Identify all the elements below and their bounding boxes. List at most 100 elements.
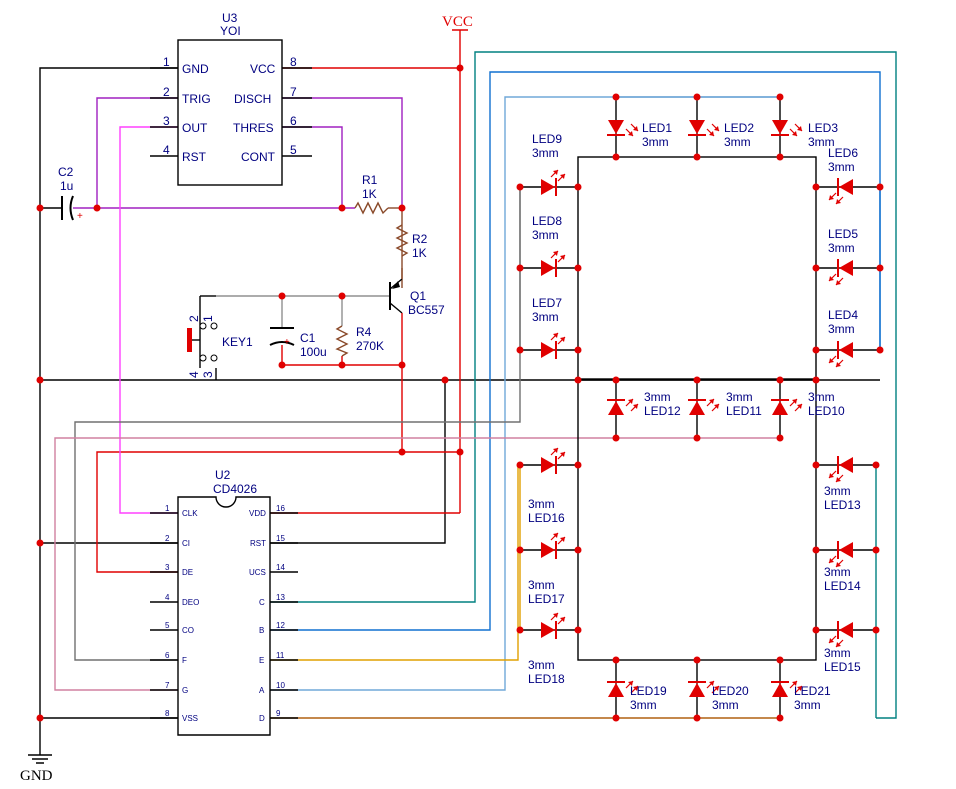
u2-pin13-num: 13 <box>276 593 285 602</box>
led5-size: 3mm <box>828 241 855 255</box>
led10-ref: LED10 <box>808 404 845 418</box>
u2-pin8-name: VSS <box>182 714 198 723</box>
u2-pin11-num: 11 <box>276 651 285 660</box>
r2-value: 1K <box>412 246 427 260</box>
wires <box>39 30 897 755</box>
led9 <box>540 169 566 197</box>
led9-ref: LED9 <box>532 132 562 146</box>
led17 <box>540 532 566 560</box>
led-array: LED1 3mm LED2 3mm LED3 3mm LED6 3mm LED5… <box>528 119 861 712</box>
led6-size: 3mm <box>828 160 855 174</box>
key1-pin3: 3 <box>201 371 215 378</box>
u3-pin6-name: THRES <box>233 121 274 135</box>
svg-text:+: + <box>284 337 290 348</box>
led2-size: 3mm <box>724 135 751 149</box>
u2-value: CD4026 <box>213 482 257 496</box>
wire-seg-c <box>270 51 897 719</box>
u3-pin6-num: 6 <box>290 114 297 128</box>
led18-ref: LED18 <box>528 672 565 686</box>
u3-chip: U3 YOI 1 2 3 4 GND TRIG OUT RST 8 7 6 5 … <box>150 11 312 186</box>
led4-size: 3mm <box>828 322 855 336</box>
led21-size: 3mm <box>794 698 821 712</box>
led20-ref: LED20 <box>712 684 749 698</box>
wire-seg-f <box>74 187 521 661</box>
led11-size: 3mm <box>726 390 753 404</box>
led14 <box>828 540 854 568</box>
gnd-symbol: GND <box>20 754 53 784</box>
u2-pin15-num: 15 <box>276 534 285 543</box>
led6 <box>828 177 854 205</box>
u3-pin3-name: OUT <box>182 121 208 135</box>
wire-led-frame-top <box>577 156 817 380</box>
led18-size: 3mm <box>528 658 555 672</box>
wire-disch <box>282 97 403 208</box>
led1 <box>606 119 639 137</box>
c2-value: 1u <box>60 179 73 193</box>
u2-pin1-num: 1 <box>165 504 170 513</box>
svg-text:+: + <box>77 211 83 222</box>
led12 <box>606 398 639 416</box>
led16 <box>540 447 566 475</box>
wire-seg-b <box>270 71 881 631</box>
u3-pin2-num: 2 <box>163 85 170 99</box>
led1-ref: LED1 <box>642 121 672 135</box>
r1-resistor: R1 1K <box>354 173 389 215</box>
u2-chip: U2 CD4026 1 2 3 4 5 6 7 8 CLK CI DE DEO … <box>150 468 298 736</box>
led5 <box>828 258 854 286</box>
c2-capacitor: + C2 1u <box>58 165 83 222</box>
led8-ref: LED8 <box>532 214 562 228</box>
led14-size: 3mm <box>824 565 851 579</box>
u2-pin6-name: F <box>182 656 187 665</box>
u3-pin4-name: RST <box>182 150 207 164</box>
u3-pin7-num: 7 <box>290 85 297 99</box>
r2-ref: R2 <box>412 232 428 246</box>
c1-ref: C1 <box>300 331 316 345</box>
c1-capacitor: + C1 100u <box>269 327 327 359</box>
u2-pin10-name: A <box>259 686 265 695</box>
u2-pin6-num: 6 <box>165 651 170 660</box>
led1-size: 3mm <box>642 135 669 149</box>
u2-pin9-name: D <box>259 714 265 723</box>
u2-pin15-name: RST <box>250 539 266 548</box>
key1-ref: KEY1 <box>222 335 253 349</box>
u2-pin2-num: 2 <box>165 534 170 543</box>
u3-ref: U3 <box>222 11 238 25</box>
wire-gnd <box>39 67 178 755</box>
key1-pin4: 4 <box>187 371 201 378</box>
u3-pin4-num: 4 <box>163 143 170 157</box>
c1-value: 100u <box>300 345 327 359</box>
led6-ref: LED6 <box>828 146 858 160</box>
u2-pin11-name: E <box>259 656 264 665</box>
led7-ref: LED7 <box>532 296 562 310</box>
led16-size: 3mm <box>528 497 555 511</box>
junctions <box>36 64 884 722</box>
led8-size: 3mm <box>532 228 559 242</box>
u2-pin12-name: B <box>259 626 264 635</box>
u2-pin12-num: 12 <box>276 621 285 630</box>
u3-pin1-num: 1 <box>163 55 170 69</box>
led12-size: 3mm <box>644 390 671 404</box>
led21-ref: LED21 <box>794 684 831 698</box>
wire-seg-a <box>270 96 780 691</box>
u3-pin8-name: VCC <box>250 62 276 76</box>
q1-value: BC557 <box>408 303 445 317</box>
gnd-label: GND <box>20 768 53 784</box>
u2-pin1-name: CLK <box>182 509 198 518</box>
u3-pin5-name: CONT <box>241 150 276 164</box>
led11-ref: LED11 <box>726 404 762 418</box>
r4-ref: R4 <box>356 325 372 339</box>
led13 <box>828 455 854 483</box>
led3-ref: LED3 <box>808 121 838 135</box>
u2-pin7-num: 7 <box>165 681 170 690</box>
u2-pin9-num: 9 <box>276 709 281 718</box>
led11 <box>687 398 720 416</box>
r4-resistor: R4 270K <box>335 325 384 357</box>
u2-pin16-num: 16 <box>276 504 285 513</box>
c2-ref: C2 <box>58 165 74 179</box>
wire-thres <box>282 126 343 208</box>
u3-pin3-num: 3 <box>163 114 170 128</box>
led2-ref: LED2 <box>724 121 754 135</box>
u2-pin5-name: CO <box>182 626 194 635</box>
led10 <box>770 398 803 416</box>
